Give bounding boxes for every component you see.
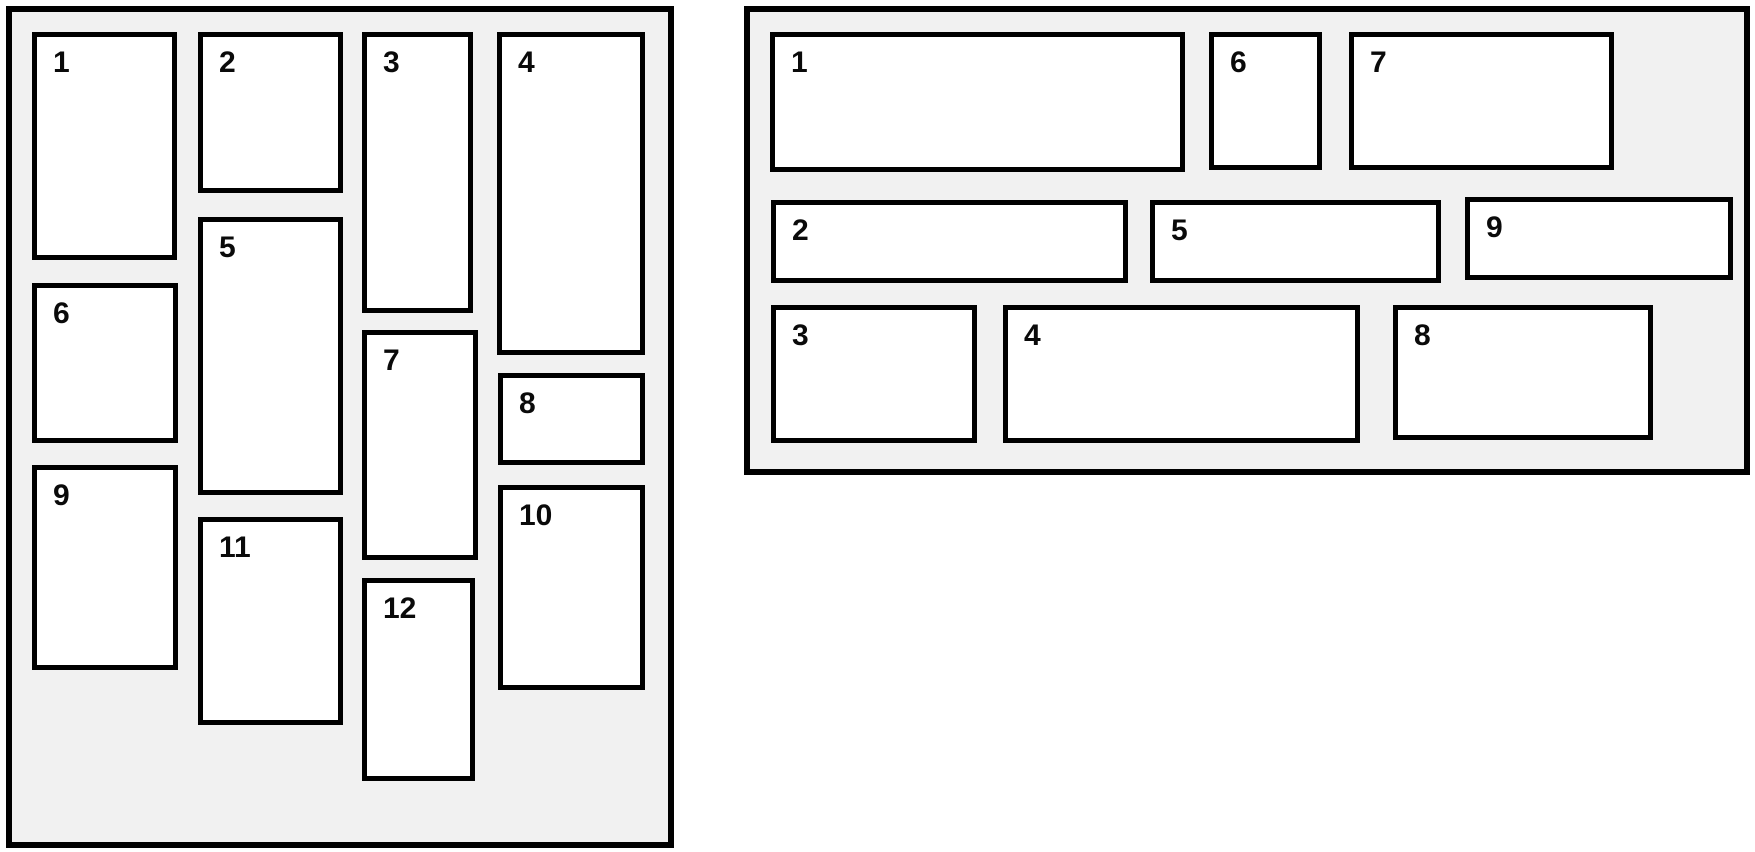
rows-item-2-label: 2 — [792, 214, 809, 247]
rows-item-7: 7 — [1349, 32, 1614, 170]
masonry-item-10: 10 — [498, 485, 645, 690]
masonry-item-7-label: 7 — [383, 344, 400, 377]
masonry-item-9: 9 — [32, 465, 178, 670]
masonry-item-2: 2 — [198, 32, 343, 193]
rows-item-3-label: 3 — [792, 319, 809, 352]
masonry-item-6: 6 — [32, 283, 178, 443]
rows-item-5-label: 5 — [1171, 214, 1188, 247]
masonry-item-7: 7 — [362, 330, 478, 560]
masonry-item-12-label: 12 — [383, 592, 417, 625]
masonry-item-3: 3 — [362, 32, 473, 313]
masonry-item-4-label: 4 — [518, 46, 535, 79]
masonry-item-2-label: 2 — [219, 46, 236, 79]
masonry-item-11: 11 — [198, 517, 343, 725]
rows-item-9: 9 — [1465, 197, 1733, 280]
masonry-item-3-label: 3 — [383, 46, 400, 79]
masonry-item-9-label: 9 — [53, 479, 70, 512]
rows-item-4-label: 4 — [1024, 319, 1041, 352]
row-flow-layout-panel: 1 2 3 4 5 6 7 8 9 — [744, 6, 1750, 475]
rows-item-1-label: 1 — [791, 46, 808, 79]
masonry-item-8-label: 8 — [519, 387, 536, 420]
rows-item-6: 6 — [1209, 32, 1322, 170]
masonry-item-11-label: 11 — [219, 531, 251, 564]
masonry-item-1-label: 1 — [53, 46, 70, 79]
rows-item-4: 4 — [1003, 305, 1360, 443]
masonry-item-5-label: 5 — [219, 231, 236, 264]
rows-item-1: 1 — [770, 32, 1185, 172]
rows-item-8-label: 8 — [1414, 319, 1431, 352]
rows-item-7-label: 7 — [1370, 46, 1387, 79]
rows-item-9-label: 9 — [1486, 211, 1503, 244]
masonry-item-6-label: 6 — [53, 297, 70, 330]
rows-item-2: 2 — [771, 200, 1128, 283]
masonry-layout-panel: 1 2 3 4 5 6 7 8 9 10 11 12 — [6, 6, 674, 848]
masonry-item-5: 5 — [198, 217, 343, 495]
masonry-item-1: 1 — [32, 32, 177, 260]
rows-item-8: 8 — [1393, 305, 1653, 440]
masonry-item-8: 8 — [498, 373, 645, 465]
rows-item-6-label: 6 — [1230, 46, 1247, 79]
masonry-item-12: 12 — [362, 578, 475, 781]
masonry-item-10-label: 10 — [519, 499, 553, 532]
rows-item-3: 3 — [771, 305, 977, 443]
masonry-item-4: 4 — [497, 32, 645, 355]
rows-item-5: 5 — [1150, 200, 1441, 283]
